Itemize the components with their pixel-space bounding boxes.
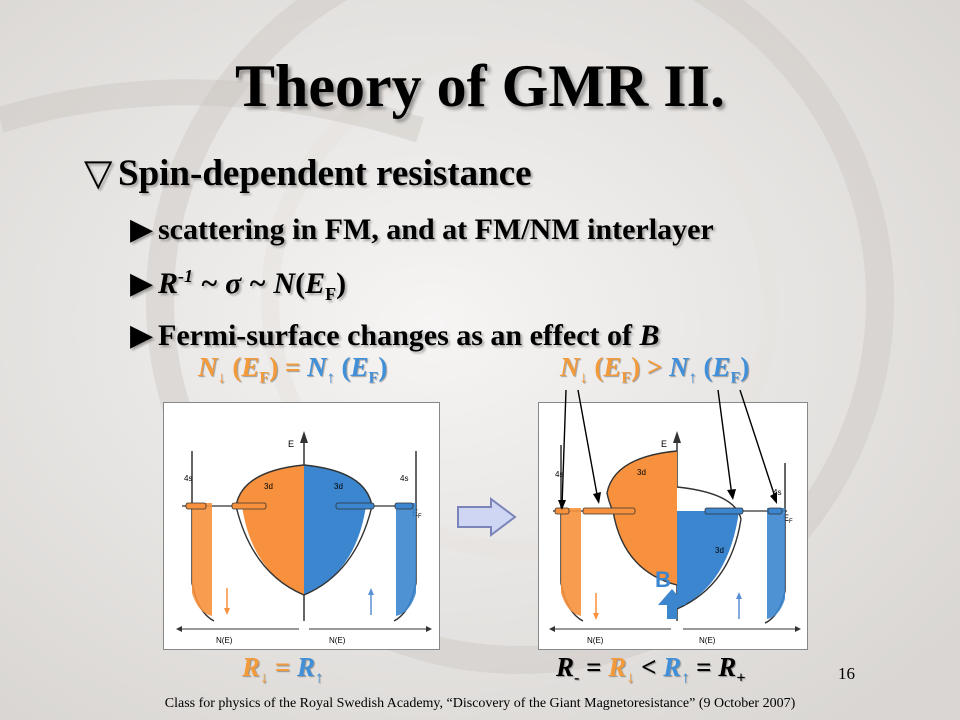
dos-diagram-with-field: E EF 4s 3d 3d 4s B N(E) N(E) [538,402,808,650]
s4-label-right: 4s [400,474,408,483]
lbl-e2: E [350,352,369,382]
lbl-e: E [603,352,622,382]
arrow-bullet-icon: ▶ [130,319,154,352]
transition-arrow-icon [457,497,517,537]
field-b: B [639,319,660,352]
footer-citation: Class for physics of the Royal Swedish A… [164,696,796,711]
lbl-gt: ) > [631,352,670,382]
e-axis-label: E [661,439,667,449]
lbl-eq: = [579,652,609,682]
formula-exp: -1 [178,266,194,286]
lbl-r: R [242,652,261,682]
dos-diagram-zero-field: E EF 4s 3d 3d 4s N(E) N(E) [163,402,440,650]
lbl-lt: < [634,652,664,682]
bullet-spin-dependent: ▽Spin-dependent resistance [84,150,532,195]
lbl-p: ( [225,352,242,382]
lbl-n: N [198,352,218,382]
lbl-up: ↑ [326,368,335,387]
lbl-r2: R [608,652,627,682]
ne-label-left: N(E) [587,636,604,645]
formula-paren: ( [295,267,306,300]
lbl-r: R [556,652,575,682]
ne-label-right: N(E) [699,636,716,645]
lbl-pc: ) [740,352,750,382]
lbl-p2: ( [696,352,713,382]
lbl-p: ( [587,352,604,382]
triangle-bullet-icon: ▽ [84,153,113,194]
lbl-e: E [241,352,260,382]
lbl-down: ↓ [260,668,269,687]
arrow-bullet-icon: ▶ [130,267,154,300]
slide-title: Theory of GMR II. [235,53,725,119]
lbl-r3: R [663,652,682,682]
sub-bullet-scattering: ▶scattering in FM, and at FM/NM interlay… [130,212,714,247]
sub-bullet-formula: ▶R-1 ~ σ ~ N(EF) [130,266,346,305]
lbl-e2: E [712,352,731,382]
formula-n: N [273,267,296,300]
lbl-n2: N [669,352,689,382]
lbl-r2: R [297,652,316,682]
formula-paren-close: ) [336,267,347,300]
lbl-down: ↓ [626,668,635,687]
formula-r: R [158,267,179,300]
lbl-eq: ) = [269,352,308,382]
lbl-r4: R [718,652,737,682]
lbl-plus: + [736,668,746,687]
lbl-down: ↓ [217,368,226,387]
lbl-n2: N [307,352,327,382]
sub-bullet-text: Fermi-surface changes as an effect of [158,319,640,352]
s4-label: 4s [184,474,192,483]
e-axis-label: E [288,439,294,449]
lbl-pc: ) [378,352,388,382]
lbl-f: F [621,368,632,387]
lbl-down: ↓ [579,368,588,387]
label-right-bottom: R- = R↓ < R↑ = R+ [556,652,746,687]
formula-sigma: ~ σ ~ [193,267,274,300]
sub-bullet-fermi-surface: ▶Fermi-surface changes as an effect of B [130,318,660,353]
lbl-f2: F [730,368,741,387]
label-left-top: N↓ (EF) = N↑ (EF) [198,352,387,387]
d3-label-left: 3d [264,482,273,491]
page-number: 16 [838,664,855,683]
lbl-minus: - [574,668,580,687]
d3-label-right: 3d [715,546,724,555]
s4-label-right: 4s [773,488,781,497]
lbl-f: F [259,368,270,387]
s4-label: 4s [555,470,563,479]
lbl-up: ↑ [315,668,324,687]
lbl-eq2: = [689,652,719,682]
lbl-p2: ( [334,352,351,382]
arrow-bullet-icon: ▶ [130,213,154,246]
label-right-top: N↓ (EF) > N↑ (EF) [560,352,749,387]
ne-label-right: N(E) [329,636,346,645]
formula-sub-f: F [325,284,337,304]
bullet-text: Spin-dependent resistance [118,153,532,194]
lbl-n: N [560,352,580,382]
ne-label-left: N(E) [216,636,233,645]
lbl-up: ↑ [688,368,697,387]
b-field-label: B [655,567,671,592]
ef-label: EF [783,513,793,525]
lbl-eq: = [268,652,297,682]
label-left-bottom: R↓ = R↑ [242,652,323,687]
lbl-up: ↑ [681,668,690,687]
d3-label-left: 3d [637,468,646,477]
sub-bullet-text: scattering in FM, and at FM/NM interlaye… [158,213,714,246]
d3-label-right: 3d [334,482,343,491]
b-field-arrow-icon [658,589,686,619]
lbl-f2: F [368,368,379,387]
formula-e: E [305,267,326,300]
